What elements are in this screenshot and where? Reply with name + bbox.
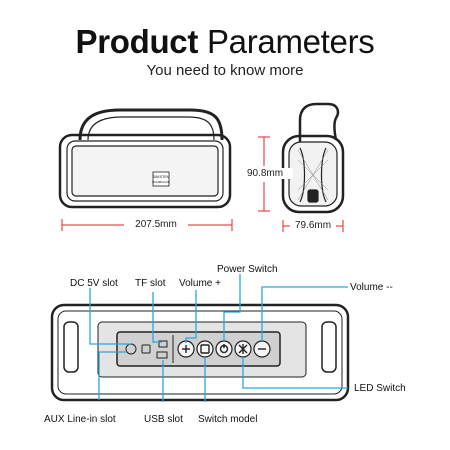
callout-lines <box>89 274 348 402</box>
height-dimension-label: 90.8mm <box>237 168 293 179</box>
panel-button-glyphs <box>182 344 266 354</box>
title-rest: Parameters <box>206 23 375 60</box>
label-switch-model: Switch model <box>198 414 258 425</box>
width-dimension-label: 207.5mm <box>124 219 188 230</box>
label-power-switch: Power Switch <box>217 264 278 275</box>
front-brand-line-2: BOHMCOUF <box>152 180 170 184</box>
front-brand-line-1: SAKSTEN <box>153 175 170 179</box>
page-title: Product Parameters <box>0 22 450 62</box>
label-aux-slot: AUX Line-in slot <box>44 414 116 425</box>
label-volume-down: Volume -- <box>350 282 393 293</box>
label-usb-slot: USB slot <box>144 414 183 425</box>
speaker-back-panel-view <box>50 303 350 402</box>
page-subtitle: You need to know more <box>146 62 304 79</box>
speaker-side-view <box>281 102 345 214</box>
title-bold: Product <box>75 23 199 60</box>
label-volume-up: Volume + <box>179 278 221 289</box>
label-led-switch: LED Switch <box>354 383 406 394</box>
depth-dimension-label: 79.6mm <box>290 220 336 231</box>
label-tf-slot: TF slot <box>135 278 166 289</box>
label-dc-slot: DC 5V slot <box>70 278 118 289</box>
height-dimension-line <box>258 136 270 212</box>
speaker-front-view <box>58 108 232 209</box>
